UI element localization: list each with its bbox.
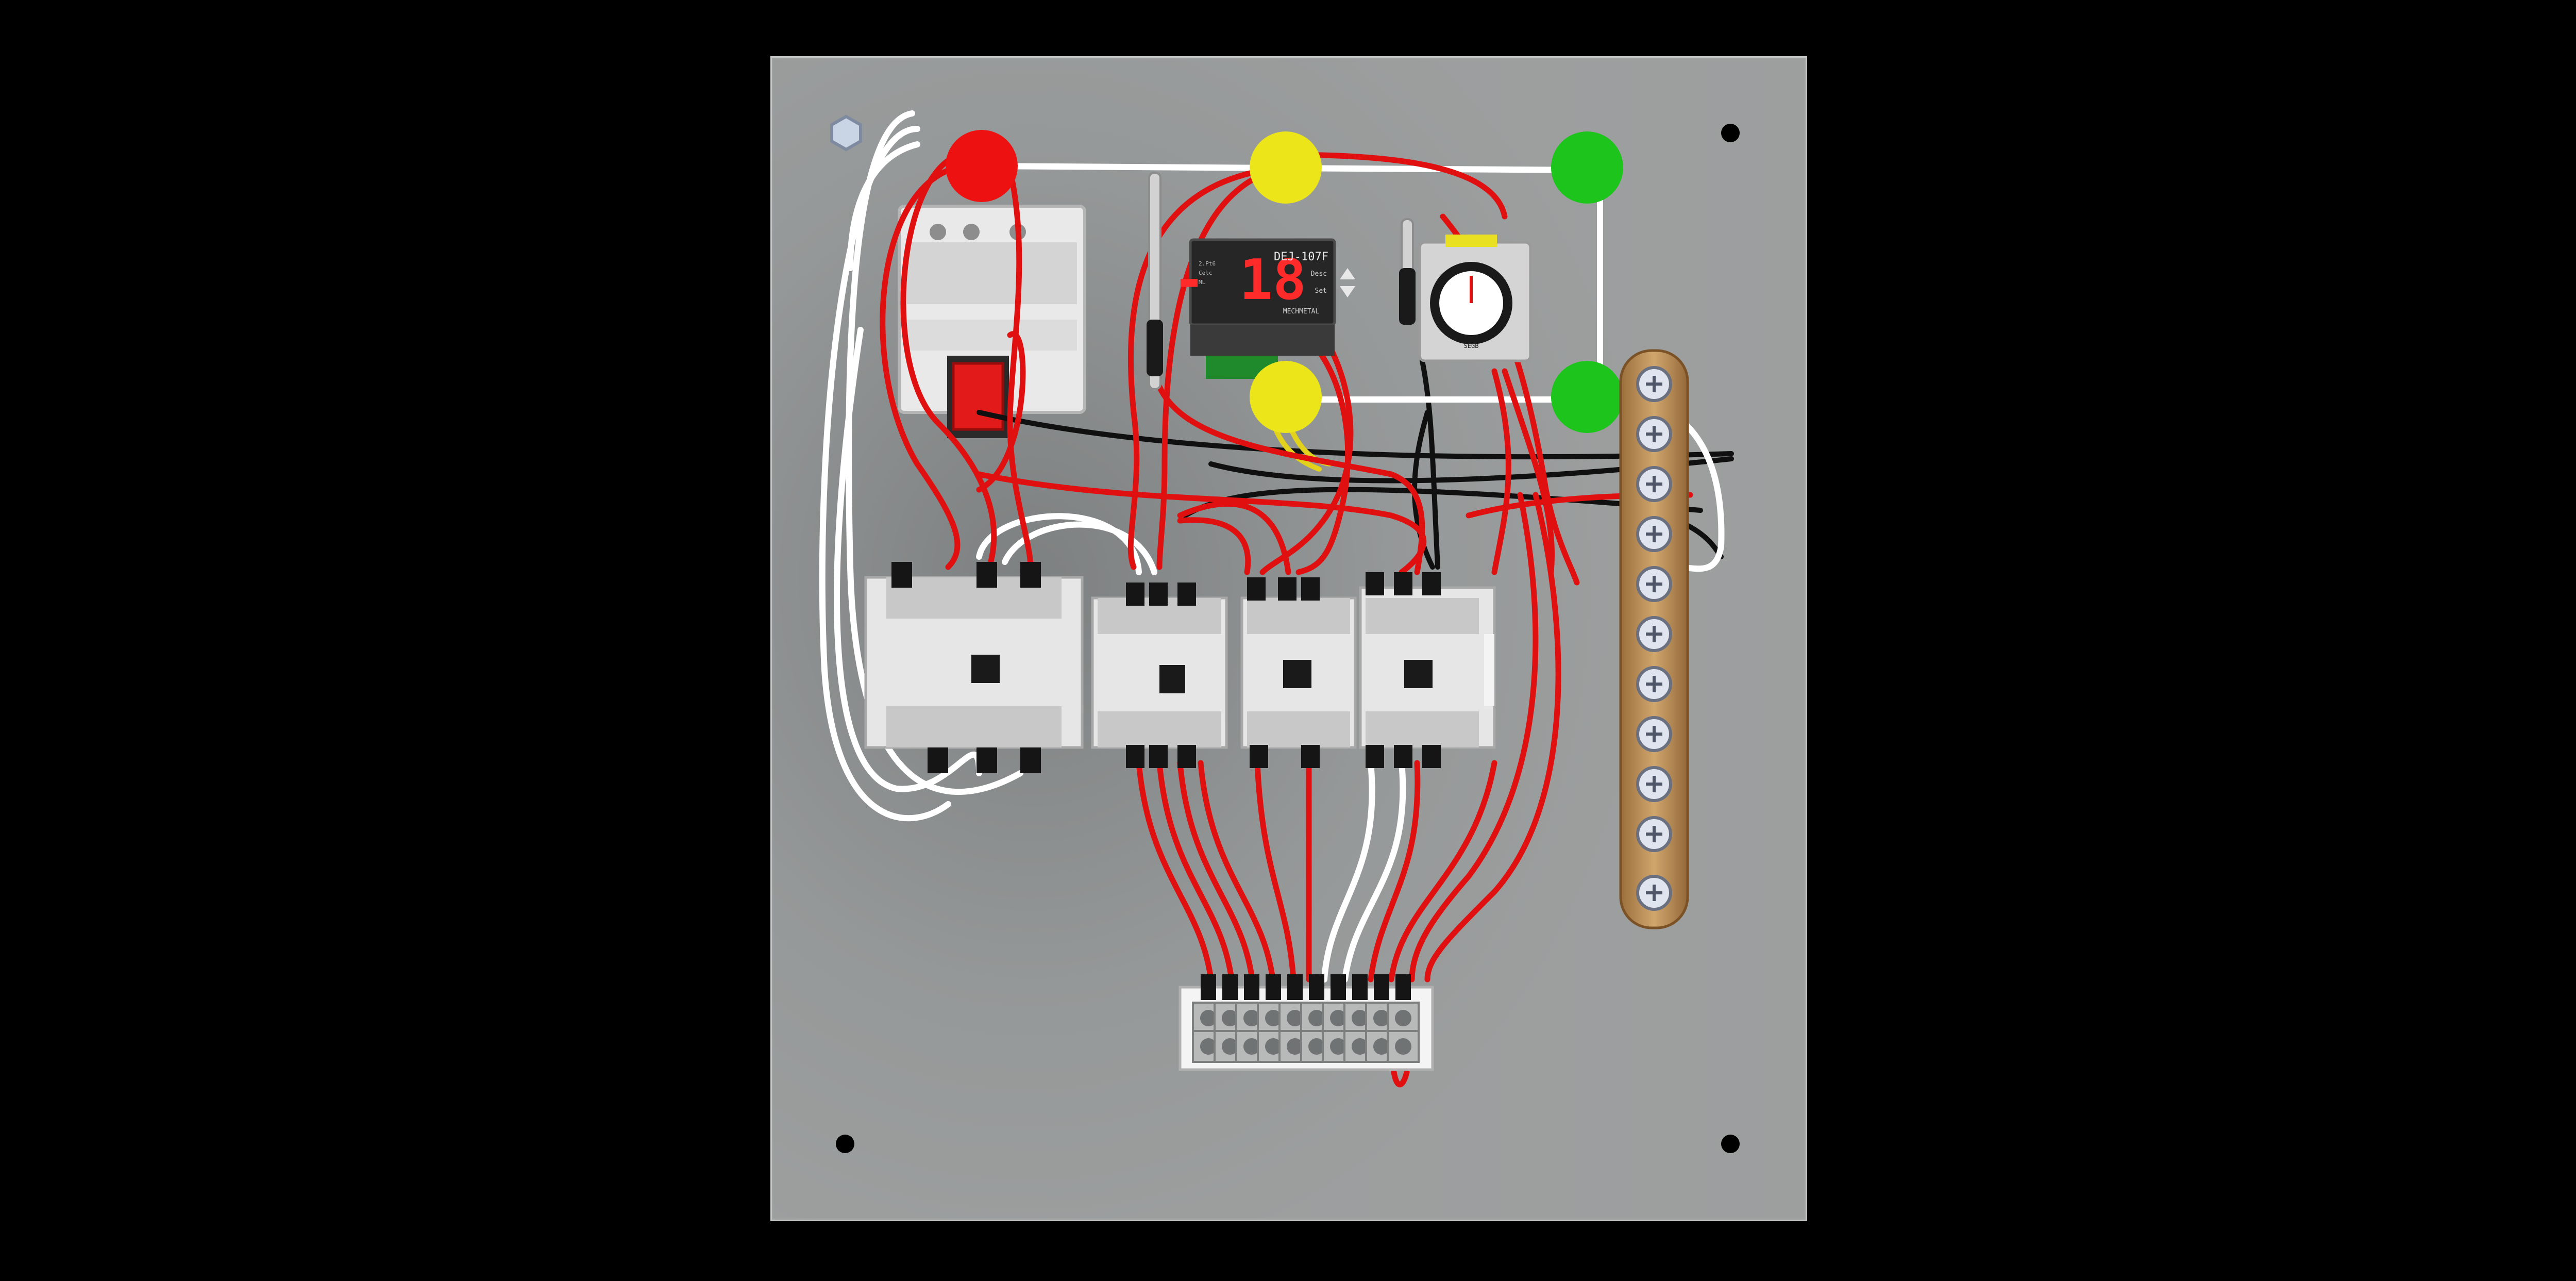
indicator-light-green	[1551, 131, 1623, 204]
terminal-ferrule	[1395, 974, 1411, 1000]
rocker-switch	[947, 356, 1009, 438]
ground-screw-icon	[1638, 368, 1671, 401]
controller-down-arrow-icon	[1340, 286, 1355, 297]
timer-relay: SEGB	[1418, 235, 1532, 362]
terminal-ferrule	[1201, 974, 1216, 1000]
terminal-ferrule	[1374, 974, 1389, 1000]
ground-screw-icon	[1638, 668, 1671, 701]
mounting-hole	[1721, 1135, 1740, 1153]
terminal-ferrule	[1266, 974, 1281, 1000]
controller-brand-label: MECHMETAL	[1283, 308, 1320, 315]
ground-bar	[1619, 349, 1689, 929]
ground-screw-icon	[1638, 418, 1671, 451]
indicator-light-yellow	[1250, 131, 1322, 204]
terminal-block	[1178, 974, 1434, 1071]
contactor-large	[864, 562, 1084, 773]
ground-screw-icon	[1638, 568, 1671, 601]
ground-screw-icon	[1638, 818, 1671, 851]
controller-legend-1: 2.Pt6	[1199, 260, 1216, 267]
terminal-screw-icon	[1387, 1002, 1420, 1035]
indicator-light-red	[946, 130, 1018, 202]
terminal-ferrule	[1309, 974, 1324, 1000]
terminal-screw-icon	[1387, 1030, 1420, 1063]
terminal-ferrule	[1287, 974, 1303, 1000]
ground-screw-icon	[1638, 876, 1671, 909]
temperature-controller: - 18 DEJ-107F Desc Set MECHMETAL 2.Pt6 C…	[1172, 238, 1355, 379]
controller-set-key: Set	[1315, 287, 1327, 295]
wiring-harness	[819, 110, 1734, 1088]
terminal-ferrule	[1222, 974, 1238, 1000]
controller-display: - 18	[1172, 248, 1306, 312]
live-wires	[880, 151, 1693, 1088]
ground-screw-icon	[1638, 768, 1671, 801]
temperature-probe	[1399, 218, 1416, 325]
timer-dial-label: SEGB	[1464, 342, 1479, 350]
ground-screw-icon	[1638, 518, 1671, 551]
mounting-nut-icon	[830, 114, 862, 152]
indicator-light-green	[1551, 361, 1623, 433]
terminal-ferrule	[1244, 974, 1259, 1000]
terminal-ferrule	[1331, 974, 1346, 1000]
mounting-hole	[1721, 124, 1740, 142]
ground-screw-icon	[1638, 718, 1671, 751]
indicator-light-yellow	[1250, 361, 1322, 433]
controller-desc-key: Desc	[1311, 270, 1327, 278]
neutral-wires	[819, 110, 1725, 983]
contactor	[1359, 572, 1496, 768]
ground-screw-icon	[1638, 468, 1671, 501]
controller-legend-3: ML	[1199, 279, 1206, 286]
controller-model-label: DEJ-107F	[1274, 251, 1328, 263]
terminal-ferrule	[1352, 974, 1368, 1000]
contactor	[1240, 577, 1357, 768]
contactor	[1091, 583, 1228, 768]
mounting-hole	[836, 1135, 854, 1153]
controller-up-arrow-icon	[1340, 268, 1355, 279]
ground-screw-icon	[1638, 618, 1671, 651]
controller-legend-2: Celc	[1199, 270, 1213, 276]
temperature-probe	[1147, 172, 1163, 390]
